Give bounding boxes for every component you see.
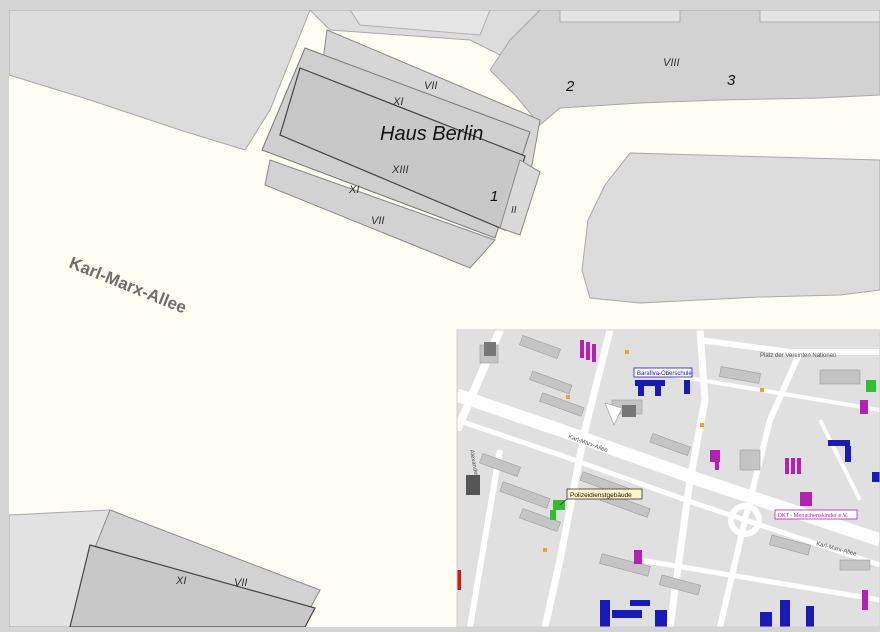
svg-text:Barafiva-Oberschule: Barafiva-Oberschule	[637, 371, 692, 377]
police-label[interactable]: Polizeidienstgebäude	[559, 488, 643, 506]
floor-label-xiii: XIII	[391, 164, 409, 176]
svg-text:Polizeidienstgebäude: Polizeidienstgebäude	[570, 492, 632, 499]
inset-buildings	[479, 335, 871, 596]
building-bottom-left	[9, 509, 321, 627]
floor-label-ii: II	[511, 205, 517, 216]
floor-label-bottom-xi: XI	[175, 575, 186, 587]
floor-label-mid-vii: VII	[371, 215, 384, 227]
floor-label-viii: VIII	[663, 57, 680, 69]
entrance-number-3: 3	[727, 72, 736, 89]
inset-police-building	[550, 380, 876, 520]
building-viii	[489, 10, 880, 126]
kindergarten-label[interactable]: DKT - Menschenskinder e.V.	[774, 509, 858, 520]
inset-school-buildings	[600, 380, 880, 627]
block-top-left	[9, 10, 311, 151]
inset-social-buildings	[580, 340, 868, 610]
entrance-number-2: 2	[565, 78, 575, 95]
floor-label-bottom-vii: VII	[234, 577, 247, 589]
detail-map[interactable]: VII XI Haus Berlin XIII XI VII II VIII 1…	[9, 10, 880, 627]
building-label: Haus Berlin	[380, 123, 483, 145]
haus-berlin-building[interactable]	[261, 29, 541, 269]
overview-map[interactable]: Barafiva-Oberschule Polizeidienstgebäude…	[456, 329, 880, 628]
inset-markers	[543, 350, 764, 552]
school-label[interactable]: Barafiva-Oberschule	[633, 367, 693, 378]
floor-label-top-vii: VII	[424, 80, 437, 92]
svg-text:DKT - Menschenskinder e.V.: DKT - Menschenskinder e.V.	[778, 513, 848, 519]
location-marker[interactable]	[604, 402, 623, 426]
floor-label-mid-xi: XI	[348, 184, 359, 196]
entrance-number-1: 1	[490, 188, 498, 205]
block-right	[581, 152, 880, 304]
floor-label-top-xi: XI	[392, 96, 403, 108]
place-label: Platz der Vereinten Nationen	[760, 353, 836, 359]
